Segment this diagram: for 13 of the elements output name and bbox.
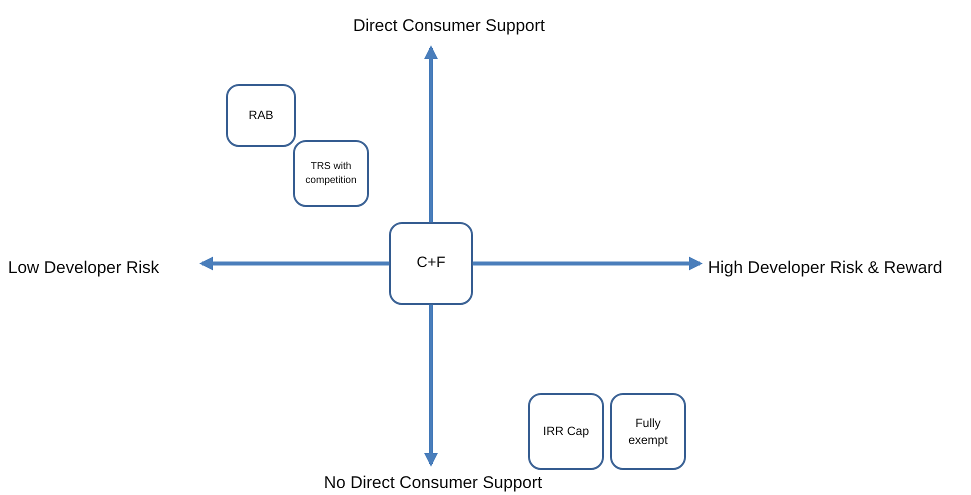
option-box: C+F	[389, 222, 473, 305]
arrow	[473, 256, 703, 270]
arrow	[199, 256, 389, 270]
axis-label: No Direct Consumer Support	[300, 472, 566, 494]
axis-label: Direct Consumer Support	[330, 12, 568, 40]
arrow	[424, 45, 438, 222]
option-box: Fully exempt	[610, 393, 686, 470]
axis-label: High Developer Risk & Reward	[708, 254, 971, 282]
arrow	[424, 305, 438, 467]
option-box: RAB	[226, 84, 296, 147]
option-box: TRS with competition	[293, 140, 369, 207]
axis-label: Low Developer Risk	[8, 254, 194, 282]
option-box: IRR Cap	[528, 393, 604, 470]
